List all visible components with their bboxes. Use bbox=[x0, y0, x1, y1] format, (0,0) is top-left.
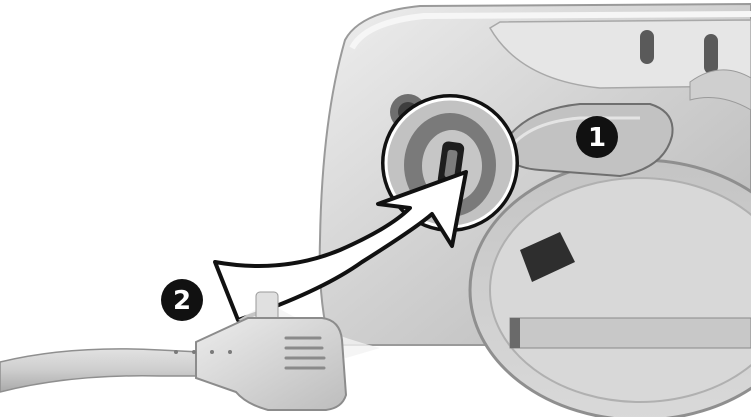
step-2-number: 2 bbox=[173, 286, 191, 316]
step-1-number: 1 bbox=[588, 123, 606, 153]
step-1-badge: 1 bbox=[576, 116, 618, 158]
vent-slot bbox=[640, 30, 654, 64]
device-housing bbox=[320, 4, 751, 417]
power-cable bbox=[0, 349, 200, 392]
step-2-badge: 2 bbox=[161, 279, 203, 321]
vent-slot bbox=[704, 34, 718, 74]
